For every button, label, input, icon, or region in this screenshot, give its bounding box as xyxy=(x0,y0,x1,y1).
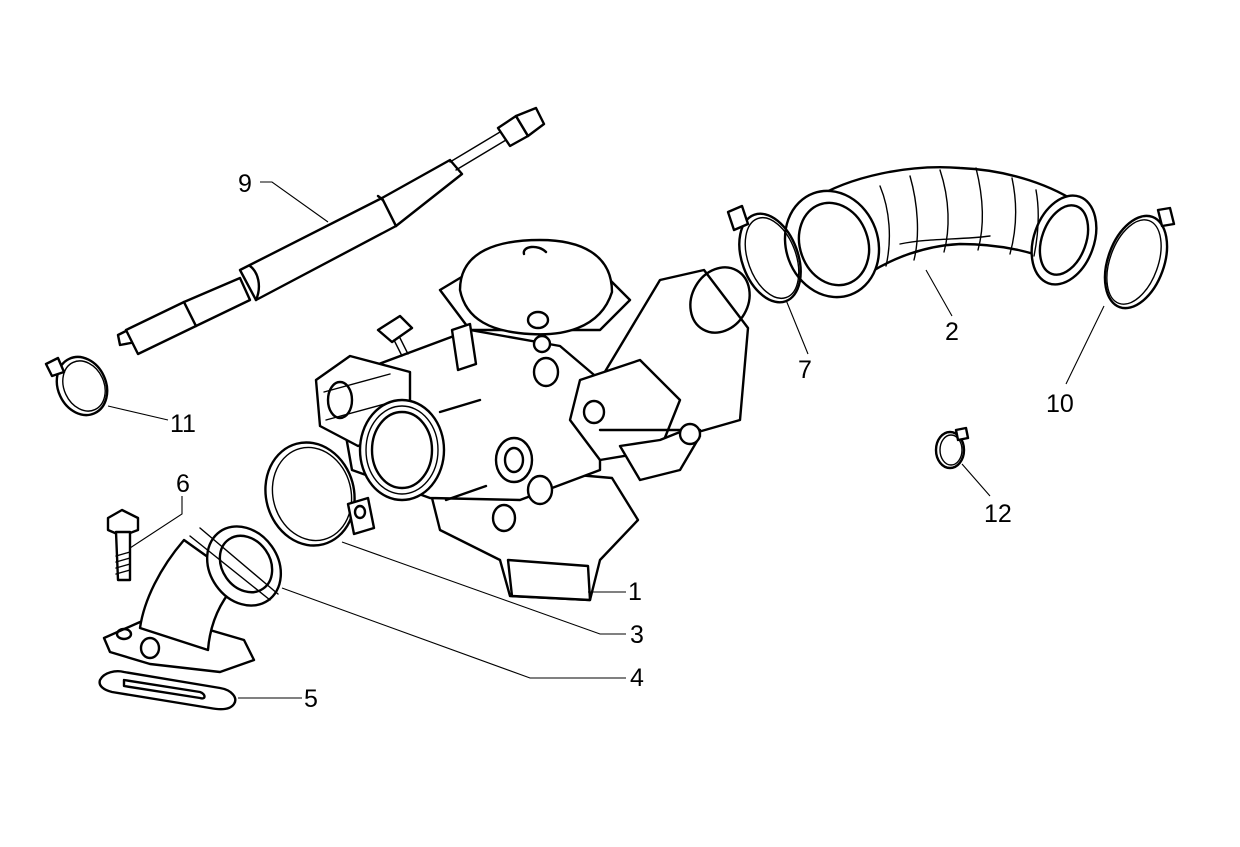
callout-labels: 9 11 2 7 10 12 1 3 4 5 6 xyxy=(170,170,1074,713)
intake-hose xyxy=(783,166,1098,299)
choke-cable xyxy=(116,106,546,356)
inlet-hose-clamp xyxy=(264,441,376,547)
tiny-hose-clamp xyxy=(934,426,970,470)
callout-9: 9 xyxy=(238,170,252,198)
callout-7: 7 xyxy=(798,356,812,384)
gasket xyxy=(98,670,237,711)
large-hose-clamp-left xyxy=(726,204,802,304)
callout-3: 3 xyxy=(630,621,644,649)
leader-lines xyxy=(107,181,1105,699)
callout-1: 1 xyxy=(628,578,642,606)
carburetor-body xyxy=(314,238,751,602)
small-hose-clamp xyxy=(44,355,109,417)
bolt xyxy=(106,508,140,582)
callout-12: 12 xyxy=(984,500,1012,528)
callout-4: 4 xyxy=(630,664,644,692)
callout-2: 2 xyxy=(945,318,959,346)
callout-5: 5 xyxy=(304,685,318,713)
callout-10: 10 xyxy=(1046,390,1074,418)
intake-manifold xyxy=(102,525,283,674)
callout-11: 11 xyxy=(170,410,196,438)
callout-6: 6 xyxy=(176,470,190,498)
large-hose-clamp-right xyxy=(1103,206,1176,310)
